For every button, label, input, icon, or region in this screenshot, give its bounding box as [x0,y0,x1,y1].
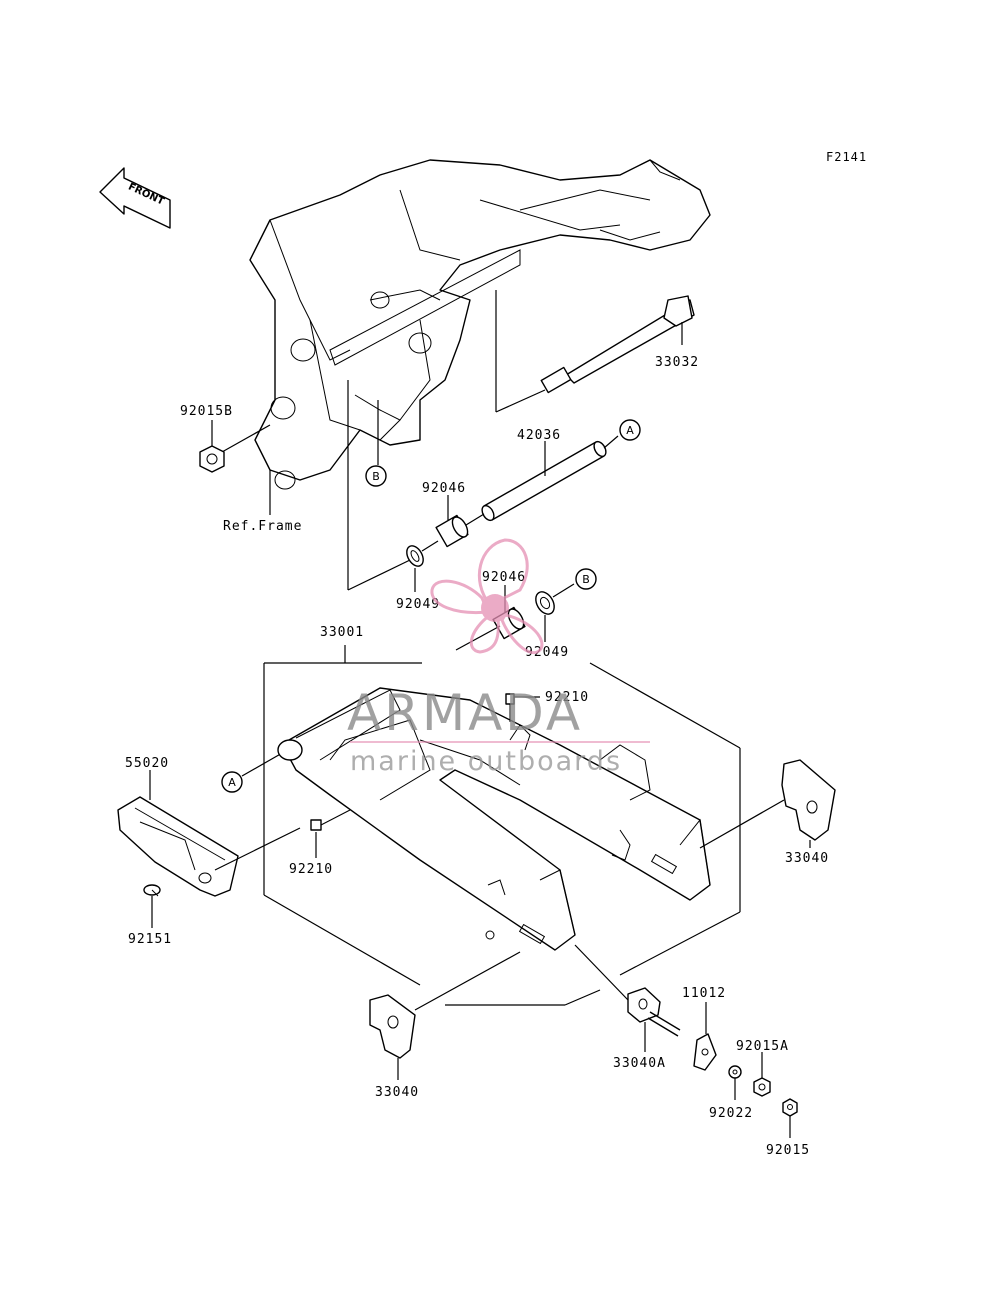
svg-text:A: A [626,424,634,437]
ref-frame-label: Ref.Frame [223,519,302,534]
plate-11012 [693,1033,717,1071]
washer-92022 [728,1065,742,1079]
watermark: ARMADA marine outboards [347,538,650,777]
label-92015: 92015 [766,1143,810,1158]
svg-text:A: A [228,776,236,789]
watermark-subtitle: marine outboards [350,746,622,777]
bolt-92210-top [505,693,515,722]
label-92049-left: 92049 [396,597,440,612]
label-55020: 55020 [125,756,169,771]
callout-b-right: B [575,568,597,590]
label-33040-bottom: 33040 [375,1085,419,1100]
pivot-bolt-33032 [540,295,695,394]
bolt-92210-mid [310,809,351,831]
swingarm-group-bracket [263,645,741,1006]
callout-b-frame: B [365,465,387,487]
label-33040A: 33040A [613,1056,666,1071]
nut-92015 [782,1098,798,1117]
bearing-92046-upper [435,514,469,548]
plate-33040-right [781,759,836,841]
sleeve-42036 [481,440,607,522]
plate-33040-bottom [369,994,416,1059]
callout-a-top: A [619,419,641,441]
nut-92015B [199,445,225,473]
swingarm-33001 [277,687,711,951]
label-92015A: 92015A [736,1039,789,1054]
callout-a-swingarm: A [221,771,243,793]
adjuster-33040A [627,987,681,1037]
propeller-logo-icon [430,538,544,654]
seal-92049-right [535,591,555,615]
label-11012: 11012 [682,986,726,1001]
watermark-title: ARMADA [347,684,583,742]
label-33032: 33032 [655,355,699,370]
nut-92015A [753,1077,771,1097]
figure-code: F2141 [826,150,867,164]
label-92015B: 92015B [180,404,233,419]
chain-guide-55020 [117,796,239,897]
svg-text:B: B [372,470,380,483]
frame-drawing [249,159,711,490]
svg-text:B: B [582,573,590,586]
label-92210-mid: 92210 [289,862,333,877]
front-arrow-icon: FRONT [99,167,171,229]
label-92210-top: 92210 [545,690,589,705]
label-92046-upper: 92046 [422,481,466,496]
label-42036: 42036 [517,428,561,443]
label-92046-lower: 92046 [482,570,526,585]
screw-92151 [143,884,161,897]
label-92151: 92151 [128,932,172,947]
seal-92049-left [406,545,424,567]
label-92049-right: 92049 [525,645,569,660]
label-92022: 92022 [709,1106,753,1121]
label-33040-right: 33040 [785,851,829,866]
label-33001: 33001 [320,625,364,640]
